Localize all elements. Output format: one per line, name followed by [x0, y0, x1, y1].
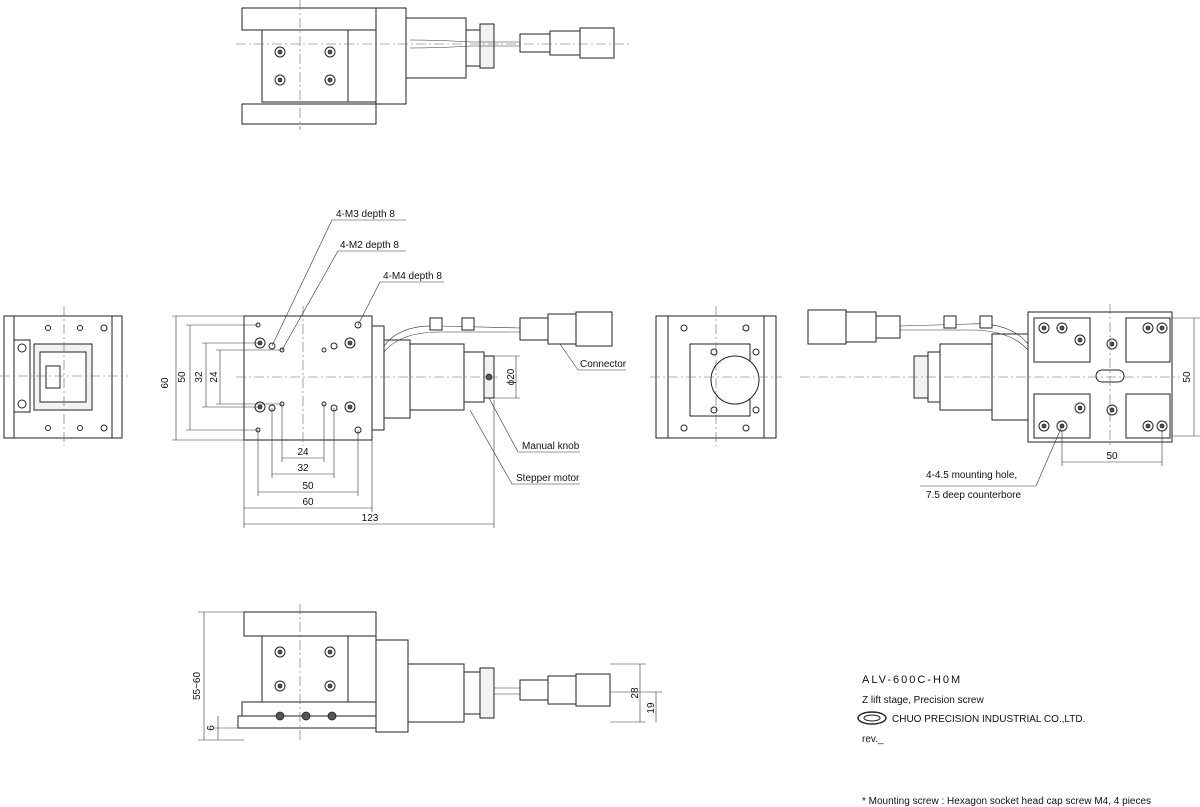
main-plan-view — [172, 219, 626, 528]
model-number: ALV-600C-H0M — [862, 674, 962, 686]
callout-mounting-hole-line2: 7.5 deep counterbore — [926, 490, 1022, 501]
bottom-plan-view — [800, 304, 1200, 487]
dim-24-vertical: 24 — [209, 371, 220, 383]
revision: rev._ — [862, 734, 884, 745]
product-description: Z lift stage, Precision screw — [862, 695, 984, 706]
dim-50-vertical: 50 — [177, 371, 188, 383]
front-elevation-view — [198, 604, 662, 741]
callout-m3: 4-M3 depth 8 — [336, 209, 395, 220]
footnote: * Mounting screw : Hexagon socket head c… — [862, 796, 1151, 807]
dim-phi-20: ϕ20 — [506, 368, 517, 385]
dim-50-base-horizontal: 50 — [1106, 451, 1118, 462]
top-elevation-view — [236, 0, 630, 130]
company-name: CHUO PRECISION INDUSTRIAL CO.,LTD. — [892, 714, 1085, 725]
dim-32-horizontal: 32 — [297, 463, 309, 474]
dim-19-motor: 19 — [646, 702, 657, 714]
callout-stepper-motor: Stepper motor — [516, 473, 580, 484]
callout-m2: 4-M2 depth 8 — [340, 240, 399, 251]
callout-mounting-hole-line1: 4-4.5 mounting hole, — [926, 470, 1017, 481]
dim-height-range: 55~60 — [192, 672, 203, 701]
callout-manual-knob: Manual knob — [522, 441, 580, 452]
dim-60-vertical: 60 — [160, 377, 171, 389]
dim-24-horizontal: 24 — [297, 447, 309, 458]
end-view — [650, 306, 782, 446]
dim-28-motor: 28 — [630, 687, 641, 699]
left-side-view — [0, 306, 128, 446]
dim-123-overall: 123 — [362, 513, 379, 524]
dim-50-right-vertical: 50 — [1182, 371, 1193, 383]
dim-60-horizontal: 60 — [302, 497, 314, 508]
callout-m4: 4-M4 depth 8 — [383, 271, 442, 282]
callout-connector: Connector — [580, 359, 627, 370]
company-logo — [857, 711, 887, 725]
dim-6-base: 6 — [206, 725, 217, 731]
dim-50-horizontal: 50 — [302, 481, 314, 492]
dim-32-vertical: 32 — [194, 371, 205, 383]
